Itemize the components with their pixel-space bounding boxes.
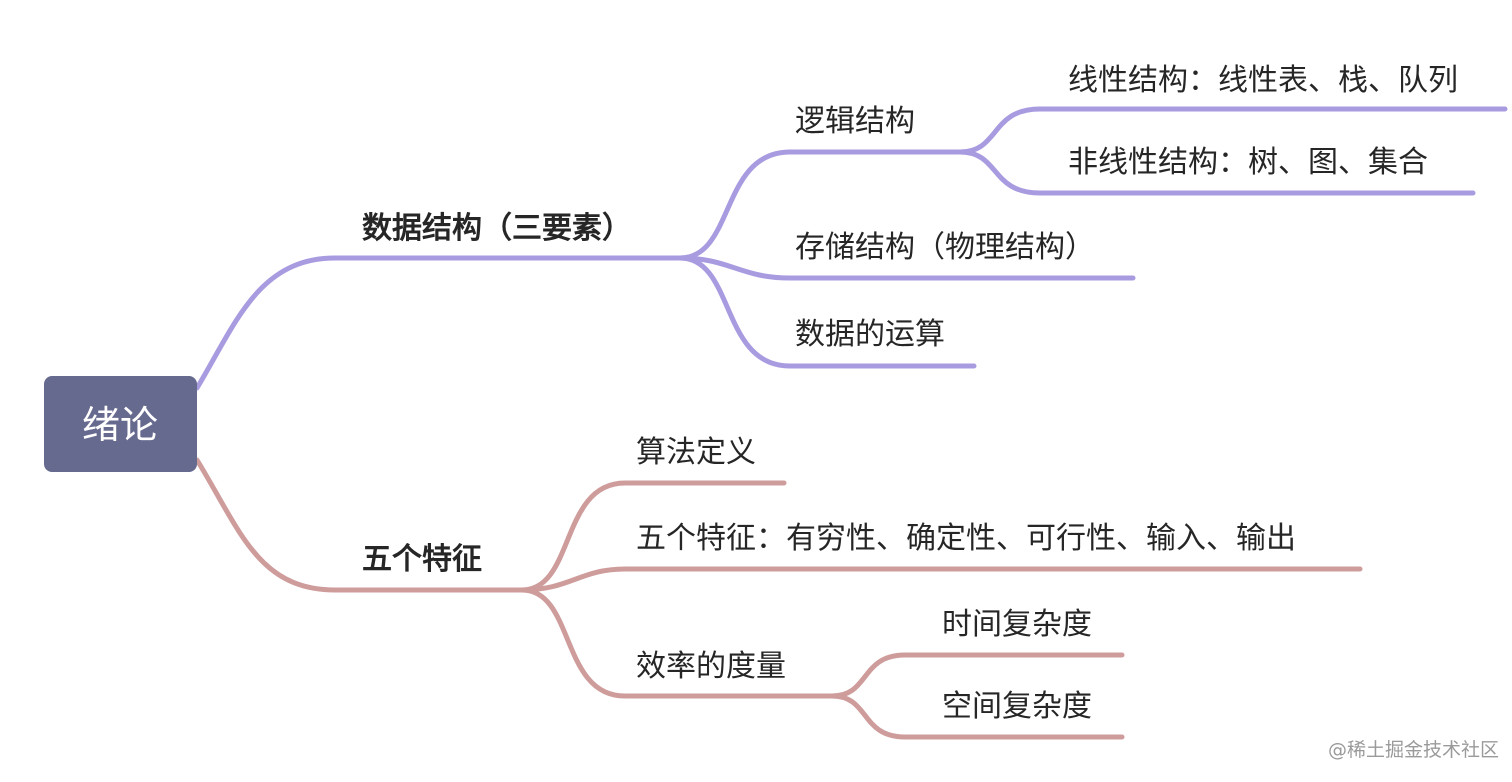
edge-five-features-to-efficiency bbox=[519, 587, 835, 699]
node-data-operation[interactable]: 数据的运算 bbox=[795, 317, 945, 352]
node-five-characteristics[interactable]: 五个特征：有穷性、确定性、可行性、输入、输出 bbox=[636, 521, 1296, 556]
node-logical-structure[interactable]: 逻辑结构 bbox=[795, 104, 915, 139]
node-efficiency-measure[interactable]: 效率的度量 bbox=[636, 649, 786, 684]
edge-five-features-to-characteristics bbox=[519, 566, 1363, 593]
edge-data-structure-to-logical bbox=[677, 149, 963, 261]
node-space-complexity[interactable]: 空间复杂度 bbox=[942, 689, 1092, 724]
root-node-label: 绪论 bbox=[82, 403, 158, 447]
node-nonlinear-structure[interactable]: 非线性结构：树、图、集合 bbox=[1068, 145, 1428, 180]
edges-five-features bbox=[194, 457, 1363, 740]
node-linear-structure[interactable]: 线性结构：线性表、栈、队列 bbox=[1068, 63, 1458, 98]
branch-data-structure-label[interactable]: 数据结构（三要素） bbox=[362, 211, 632, 246]
root-node-box bbox=[44, 376, 197, 472]
edge-logical-to-linear bbox=[957, 106, 1508, 155]
node-time-complexity[interactable]: 时间复杂度 bbox=[942, 607, 1092, 642]
edge-efficiency-to-space bbox=[829, 693, 1125, 740]
edge-root-to-five-features bbox=[194, 457, 525, 593]
edge-root-to-data-structure bbox=[194, 255, 683, 391]
edge-data-structure-to-operation bbox=[677, 255, 977, 369]
node-algorithm-definition[interactable]: 算法定义 bbox=[636, 435, 756, 470]
branch-five-features-label[interactable]: 五个特征 bbox=[362, 542, 482, 577]
edge-five-features-to-definition bbox=[519, 480, 787, 593]
edge-logical-to-nonlinear bbox=[957, 149, 1476, 196]
node-storage-structure[interactable]: 存储结构（物理结构） bbox=[795, 230, 1095, 265]
watermark-text: @稀土掘金技术社区 bbox=[1328, 739, 1499, 761]
edge-data-structure-to-storage bbox=[677, 255, 1136, 281]
edge-efficiency-to-time bbox=[829, 652, 1125, 699]
root-node[interactable]: 绪论 bbox=[44, 376, 197, 472]
edges-data-structure bbox=[194, 106, 1508, 391]
